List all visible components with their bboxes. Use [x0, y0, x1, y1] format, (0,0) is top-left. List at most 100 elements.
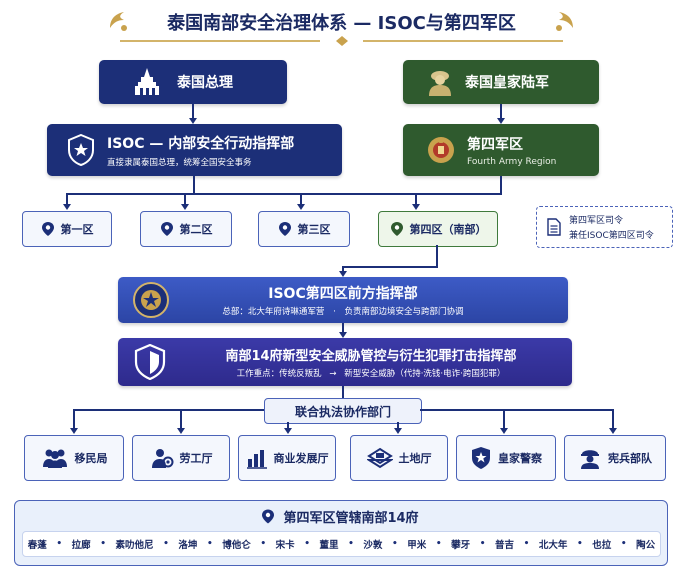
provinces-header: 第四军区管辖南部14府 — [14, 505, 666, 527]
isoc-box[interactable]: ISOC — 内部安全行动指挥部 直接隶属泰国总理，统筹全国安全事务 — [47, 124, 342, 176]
arrow-agency-6 — [609, 428, 617, 434]
connector-agency-2 — [180, 409, 182, 429]
southern-title: 南部14府新型安全威胁管控与衍生犯罪打击指挥部 — [225, 349, 517, 364]
connector-southern-joint — [342, 386, 344, 398]
connector-zone2 — [184, 193, 186, 205]
zone-label: 第二区 — [179, 223, 213, 236]
shield-icon — [134, 344, 166, 380]
connector-zone3 — [300, 193, 302, 205]
connector-agency-4 — [397, 422, 399, 429]
arrow-zone3 — [297, 204, 305, 210]
subtitle-separator: · — [333, 307, 336, 317]
shield-star-icon — [68, 134, 94, 166]
province-item: 甲米 — [407, 540, 427, 551]
southern-command-box[interactable]: 南部14府新型安全威胁管控与衍生犯罪打击指挥部 工作重点：传统反叛乱 → 新型安… — [118, 338, 572, 386]
province-item: 沙敦 — [363, 540, 383, 551]
province-item: 宋卡 — [275, 540, 295, 551]
army-emblem-icon — [428, 137, 454, 163]
province-item: 董里 — [319, 540, 339, 551]
right-ornament-icon — [556, 12, 573, 31]
connector-fourth-zone4 — [416, 193, 502, 195]
agency-immigration[interactable]: 移民局 — [24, 435, 124, 481]
province-separator: • — [523, 539, 530, 549]
pm-label: 泰国总理 — [177, 75, 233, 91]
zone-label: 第一区 — [60, 223, 94, 236]
arrow-southern — [339, 332, 347, 338]
arrow-agency-4 — [394, 428, 402, 434]
isoc-subtitle: 直接隶属泰国总理，统筹全国安全事务 — [107, 157, 252, 168]
command-note: 第四军区司令 兼任ISOC第四区司令 — [536, 206, 673, 248]
location-pin-icon — [278, 222, 291, 236]
fourth-army-box[interactable]: 第四军区 Fourth Army Region — [403, 124, 599, 176]
left-ornament-icon — [110, 12, 127, 31]
arrow-agency-2 — [177, 428, 185, 434]
connector-zone4 — [415, 193, 417, 205]
connector-zone1 — [66, 193, 68, 205]
title-rule-left — [120, 40, 320, 42]
pm-box[interactable]: 泰国总理 — [99, 60, 287, 104]
arrow-pm-isoc — [189, 118, 197, 124]
diamond-icon — [336, 36, 348, 46]
zone-label: 第四区（南部） — [409, 223, 487, 236]
joint-label-text: 联合执法协作部门 — [294, 404, 391, 419]
provinces-list: 春蓬•拉廊•素叻他尼•洛坤•博他仑•宋卡•董里•沙敦•甲米•攀牙•普吉•北大年•… — [22, 531, 661, 557]
zone-2[interactable]: 第二区 — [140, 211, 232, 247]
connector-agency-1 — [73, 409, 75, 429]
agency-land[interactable]: 土地厅 — [350, 435, 448, 481]
zone-label: 第三区 — [297, 223, 331, 236]
province-separator: • — [576, 539, 583, 549]
agency-label: 宪兵部队 — [608, 452, 652, 465]
province-item: 普吉 — [495, 540, 515, 551]
connector-zones-bar — [66, 193, 416, 195]
forward-subtitle-a: 总部：北大年府诗琳通军营 — [222, 307, 325, 317]
province-item: 北大年 — [538, 540, 568, 551]
southern-subtitle-a: 工作重点：传统反叛乱 — [236, 369, 322, 379]
province-item: 春蓬 — [27, 540, 47, 551]
soldier-icon — [429, 71, 451, 96]
province-item: 洛坤 — [178, 540, 198, 551]
province-separator: • — [304, 539, 310, 549]
arrow-army-fourth — [497, 118, 505, 124]
zone-4[interactable]: 第四区（南部） — [378, 211, 498, 247]
fourth-army-title: 第四军区 — [467, 136, 523, 153]
agency-label: 土地厅 — [398, 452, 432, 465]
province-separator: • — [348, 539, 354, 549]
province-item: 攀牙 — [451, 540, 471, 551]
connector-agencies-left — [73, 409, 264, 411]
agency-labour[interactable]: 劳工厅 — [132, 435, 230, 481]
isoc-seal-icon — [133, 282, 169, 318]
arrow-agency-1 — [70, 428, 78, 434]
army-box[interactable]: 泰国皇家陆军 — [403, 60, 599, 104]
location-pin-icon — [390, 222, 403, 236]
arrow-agency-5 — [500, 428, 508, 434]
connector-fourth-down — [500, 176, 502, 194]
agency-commerce[interactable]: 商业发展厅 — [238, 435, 336, 481]
location-pin-icon — [262, 509, 275, 523]
province-separator: • — [391, 539, 398, 549]
province-separator: • — [479, 539, 486, 549]
page-title: 泰国南部安全治理体系 — ISOC与第四军区 — [0, 6, 683, 38]
joint-agencies-label: 联合执法协作部门 — [264, 398, 422, 424]
military-police-icon — [581, 450, 599, 469]
southern-subtitle-b: 新型安全威胁（代持·洗钱·电诈·跨国犯罪） — [344, 369, 506, 379]
connector-agency-5 — [503, 409, 505, 429]
agency-police[interactable]: 皇家警察 — [456, 435, 556, 481]
zone-3[interactable]: 第三区 — [258, 211, 350, 247]
connector-forward-in — [342, 266, 344, 272]
zone-1[interactable]: 第一区 — [22, 211, 112, 247]
province-separator: • — [260, 539, 267, 549]
agency-label: 劳工厅 — [179, 452, 213, 465]
police-badge-icon — [472, 447, 490, 469]
provinces-title: 第四军区管辖南部14府 — [283, 510, 419, 526]
province-item: 博他仑 — [222, 540, 251, 551]
agency-military-police[interactable]: 宪兵部队 — [564, 435, 666, 481]
province-separator: • — [435, 539, 442, 549]
arrow-right-icon: → — [329, 369, 337, 379]
page-title-text: 泰国南部安全治理体系 — ISOC与第四军区 — [167, 13, 516, 34]
connector-agency-3 — [287, 422, 289, 429]
connector-agencies-right — [420, 409, 613, 411]
forward-command-box[interactable]: ISOC第四区前方指挥部 总部：北大年府诗琳通军营 · 负责南部边境安全与跨部门… — [118, 277, 568, 323]
connector-forward-southern — [342, 323, 344, 333]
arrow-zone2 — [181, 204, 189, 210]
temple-icon — [135, 68, 159, 95]
